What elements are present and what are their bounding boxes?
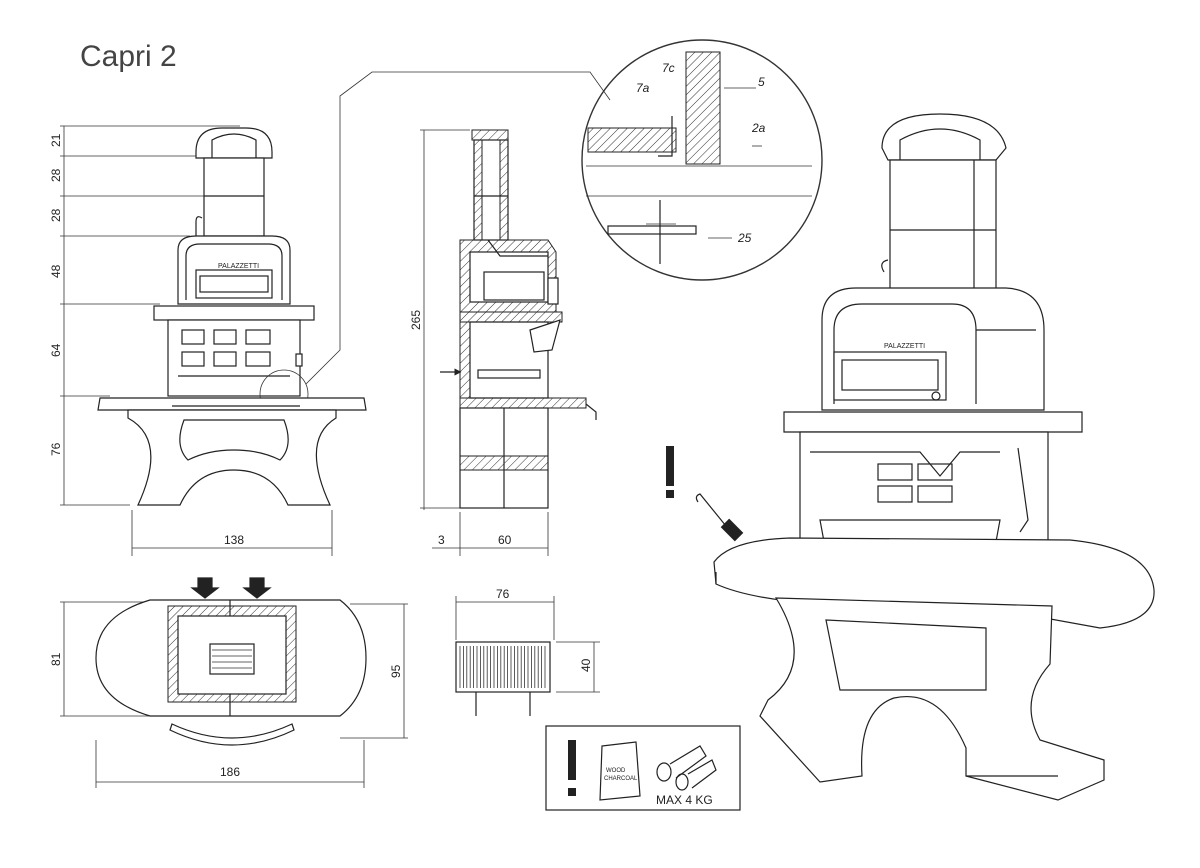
max-weight-label: MAX 4 KG: [656, 793, 713, 807]
front-upper-slab: [153, 305, 315, 321]
wood-logs-icon: [656, 745, 717, 791]
grate: [455, 641, 551, 693]
detail-circle: 7c 7a 5 2a 25: [581, 39, 823, 281]
detail-label-2a: 2a: [751, 121, 766, 135]
persp-upper-slab: [783, 411, 1083, 433]
front-table-top: [97, 397, 367, 411]
front-dim-width: 138: [224, 533, 244, 547]
front-chimney-cap: [195, 127, 273, 159]
top-view: 81 95 186: [49, 577, 408, 788]
grate-dim-height: 40: [579, 658, 593, 672]
detail-leader: [305, 71, 611, 385]
top-dim-depth-overall: 95: [389, 664, 403, 678]
page-title: Capri 2: [80, 40, 177, 73]
perspective-view: PALAZZETTI: [666, 113, 1155, 801]
persp-warning-exclamation-icon: [666, 446, 674, 498]
grate-view: 76 40: [455, 587, 600, 716]
persp-chimney-cap: [881, 113, 1007, 161]
detail-label-5: 5: [758, 75, 765, 89]
side-view: 265: [409, 129, 597, 556]
front-oven-door: [195, 269, 273, 299]
detail-label-7c: 7c: [662, 61, 675, 75]
persp-oven-brand: PALAZZETTI: [884, 343, 925, 350]
front-dim-28b: 28: [49, 208, 63, 222]
front-dim-64: 64: [49, 343, 63, 357]
bag-label-line2: CHARCOAL: [604, 776, 638, 782]
top-dim-depth: 81: [49, 652, 63, 666]
front-dim-21: 21: [49, 133, 63, 147]
detail-label-25: 25: [737, 231, 752, 245]
fuel-warning-box: WOOD CHARCOAL MAX 4 KG: [545, 725, 741, 811]
charcoal-bag-icon: [599, 741, 641, 801]
front-base: [127, 409, 337, 506]
front-height-dimensions: 21 28 28 48 64 76: [49, 125, 240, 506]
warning-exclamation-icon: [568, 740, 576, 796]
bag-label-line1: WOOD: [606, 768, 626, 774]
top-dim-width: 186: [220, 765, 240, 779]
side-dim-offset: 3: [438, 533, 445, 547]
brush-icon: [695, 493, 744, 542]
front-firebox: [167, 319, 301, 397]
side-dim-height: 265: [409, 310, 423, 330]
side-dim-depth: 60: [498, 533, 512, 547]
front-dim-28a: 28: [49, 168, 63, 182]
detail-label-7a: 7a: [636, 81, 650, 95]
front-oven-brand: PALAZZETTI: [218, 263, 259, 270]
front-dim-76: 76: [49, 442, 63, 456]
persp-oven-door: [833, 351, 947, 401]
grate-dim-width: 76: [496, 587, 510, 601]
persp-chimney: [889, 159, 997, 291]
front-chimney: [203, 157, 265, 237]
front-dim-48: 48: [49, 264, 63, 278]
persp-base: [759, 597, 1105, 801]
front-view: 21 28 28 48 64 76 PALAZZETTI: [49, 125, 367, 556]
